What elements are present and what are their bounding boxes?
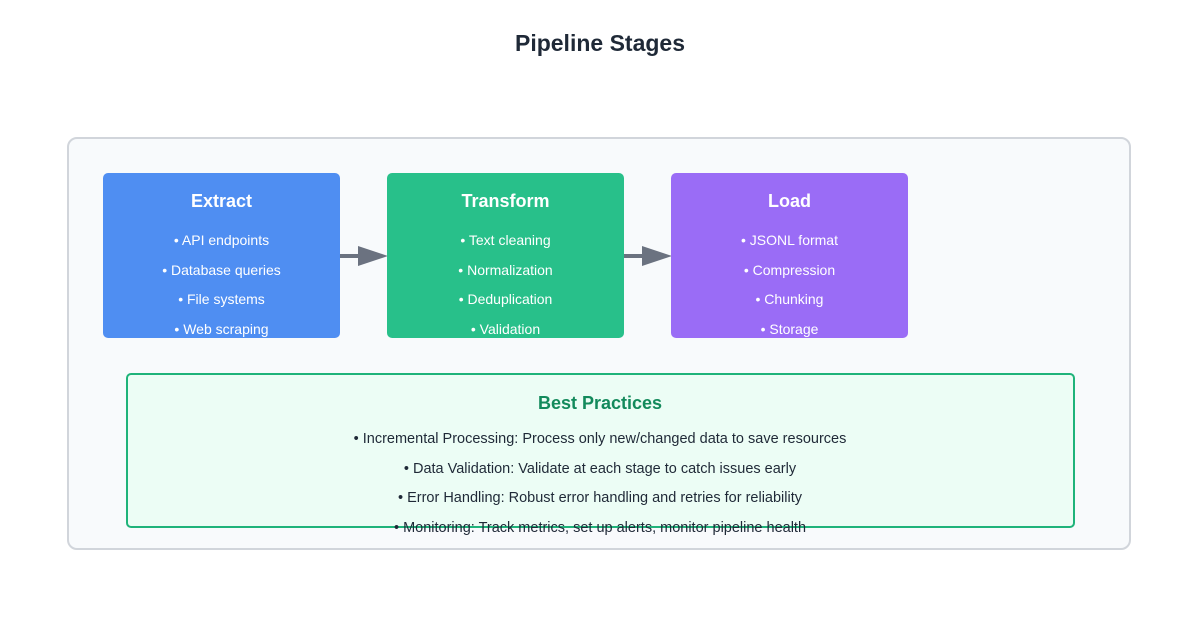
stage-item: • API endpoints (173, 232, 270, 248)
stage-title-extract: Extract (190, 191, 253, 211)
stage-load: Load • JSONL format • Compression • Chun… (671, 173, 908, 338)
best-practices-box (126, 373, 1075, 528)
stage-items-transform: • Text cleaning • Normalization • Dedupl… (387, 231, 624, 349)
best-practices-list: • Incremental Processing: Process only n… (0, 430, 1200, 548)
stage-items-extract: • API endpoints • Database queries • Fil… (103, 231, 340, 349)
stage-item: • Text cleaning (460, 232, 551, 248)
stage-item: • Storage (760, 320, 819, 337)
stage-item: • Normalization (458, 261, 553, 278)
stage-item: • File systems (178, 291, 265, 307)
best-practice-item: • Monitoring: Track metrics, set up aler… (393, 519, 807, 536)
arrow-extract-to-transform-icon (340, 246, 388, 266)
best-practice-item: • Error Handling: Robust error handling … (397, 490, 802, 506)
stage-title-transform: Transform (461, 191, 550, 211)
best-practice-item: • Incremental Processing: Process only n… (353, 431, 847, 447)
stage-extract: Extract • API endpoints • Database queri… (103, 173, 340, 338)
page-title: Pipeline Stages (514, 30, 685, 56)
stage-items-load: • JSONL format • Compression • Chunking … (671, 231, 908, 349)
stage-item: • Compression (743, 261, 836, 278)
stage-transform: Transform • Text cleaning • Normalizatio… (387, 173, 624, 338)
stage-title-load: Load (768, 191, 811, 211)
best-practices-title: Best Practices (537, 393, 663, 413)
arrow-transform-to-load-icon (624, 246, 672, 266)
stage-item: • Validation (470, 320, 541, 337)
stage-item: • Chunking (755, 291, 824, 307)
stage-item: • Database queries (162, 261, 281, 278)
best-practice-item: • Data Validation: Validate at each stag… (403, 460, 797, 477)
stage-item: • Deduplication (458, 291, 553, 307)
stage-item: • Web scraping (174, 320, 269, 337)
stage-item: • JSONL format (741, 232, 838, 248)
